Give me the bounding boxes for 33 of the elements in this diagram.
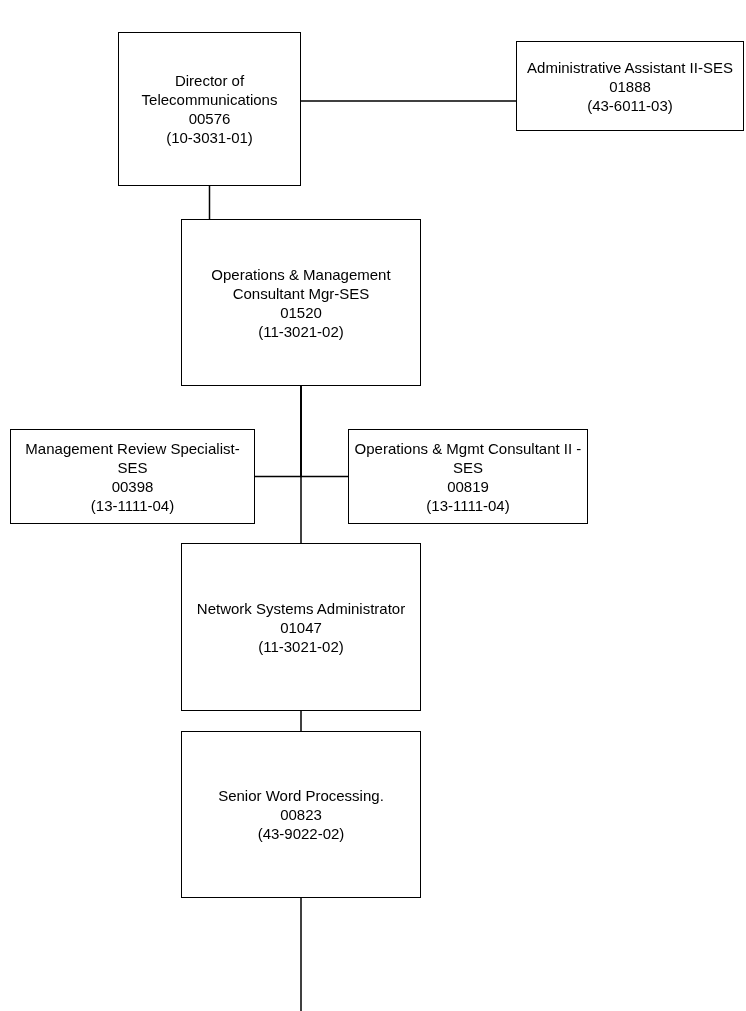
job-title: Management Review Specialist-SES (24, 438, 241, 477)
job-title: Operations & Management Consultant Mgr-SES (210, 264, 392, 303)
job-title: Operations & Mgmt Consultant II - SES (353, 438, 583, 477)
connector-line (300, 385, 302, 544)
position-box (348, 429, 588, 524)
class-code: (11-3021-02) (258, 321, 344, 341)
class-code: (43-9022-02) (257, 824, 345, 843)
connector-line (300, 710, 302, 732)
position-number: 01047 (280, 617, 322, 637)
job-title: Senior Word Processing. (218, 786, 384, 805)
connector-line (300, 897, 302, 1011)
job-title: Network Systems Administrator (196, 598, 406, 618)
position-number: 01888 (609, 76, 651, 96)
position-number: 00576 (188, 109, 231, 128)
class-code: (10-3031-01) (166, 128, 253, 147)
position-number: 00398 (111, 476, 154, 496)
position-box (10, 429, 255, 524)
class-code: (43-6011-03) (587, 95, 673, 115)
position-box (118, 32, 301, 186)
class-code: (13-1111-04) (90, 495, 175, 515)
position-number: 00823 (280, 805, 322, 824)
job-title: Director of Telecommunications (140, 71, 279, 109)
connector-line (300, 100, 517, 102)
class-code: (13-1111-04) (426, 495, 510, 515)
position-box (181, 219, 421, 386)
position-number: 01520 (280, 302, 322, 322)
connector-line (208, 185, 211, 220)
position-box (181, 543, 421, 711)
class-code: (11-3021-02) (258, 636, 344, 656)
job-title: Administrative Assistant II-SES (527, 57, 733, 77)
position-box (516, 41, 744, 131)
position-number: 00819 (447, 476, 489, 496)
position-box (181, 731, 421, 898)
